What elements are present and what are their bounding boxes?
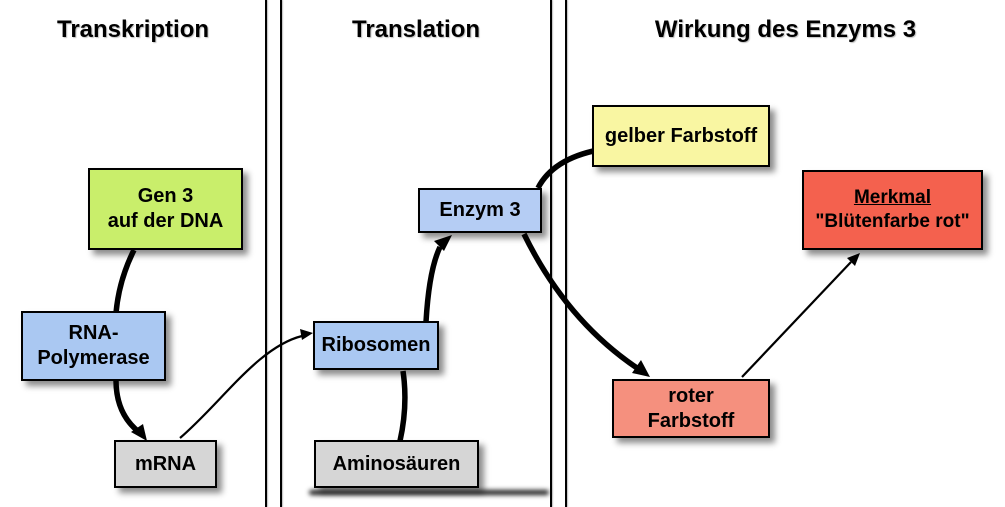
arrow-rna-polymerase-to-mrna [113,379,141,435]
node-label: "Blütenfarbe rot" [815,211,970,232]
node-aminosaeuren: Aminosäuren [314,440,479,488]
arrow-enzym3-to-roter-farbstoff [521,232,639,371]
arrowhead-merkmal [847,253,860,266]
node-label: mRNA [134,452,197,475]
node-mrna: mRNA [114,440,217,488]
arrow-ribosomen-to-enzym3 [423,245,443,323]
node-enzym3: Enzym 3 [418,188,542,233]
section-title-enzyme-action: Wirkung des Enzyms 3 [654,16,917,43]
node-label: Farbstoff [647,409,735,432]
node-label: Merkmal [853,187,932,209]
node-label: Gen 3 [137,185,194,207]
node-label: Polymerase [37,347,150,369]
node-label: auf der DNA [107,210,224,232]
arrowhead-roter-farbstoff [632,360,650,377]
node-label: gelber Farbstoff [604,124,758,147]
node-label: RNA- [68,322,119,344]
node-merkmal-bluetenfarbe-rot: Merkmal "Blütenfarbe rot" [802,170,983,250]
node-roter-farbstoff: roter Farbstoff [612,379,770,438]
cropped-box-top-edge [309,490,549,495]
arrowhead-enzym3 [434,235,452,251]
section-title-translation: Translation [351,16,481,43]
arrow-gen3-to-rna-polymerase [113,248,137,314]
node-rna-polymerase: RNA- Polymerase [21,311,166,381]
divider-line [265,0,267,507]
arrow-aminosaeuren-to-ribosomen [397,370,408,442]
arrowhead-ribosomen-left [300,329,313,340]
divider-line [550,0,552,507]
node-label: Aminosäuren [332,452,461,475]
node-label: roter [668,384,714,407]
node-label: Ribosomen [321,334,431,356]
divider-line [280,0,282,507]
section-title-transcription: Transkription [56,16,210,43]
arrowhead-mrna [131,424,147,441]
divider-line [565,0,567,507]
node-gen3-dna: Gen 3 auf der DNA [88,168,243,250]
node-gelber-farbstoff: gelber Farbstoff [592,105,770,167]
arrow-mrna-to-ribosomen [179,334,303,439]
arrow-gelber-farbstoff-to-enzym3 [535,147,599,190]
node-label: Enzym 3 [439,199,521,221]
arrow-roter-farbstoff-to-merkmal [741,261,852,378]
node-ribosomen: Ribosomen [313,321,439,370]
